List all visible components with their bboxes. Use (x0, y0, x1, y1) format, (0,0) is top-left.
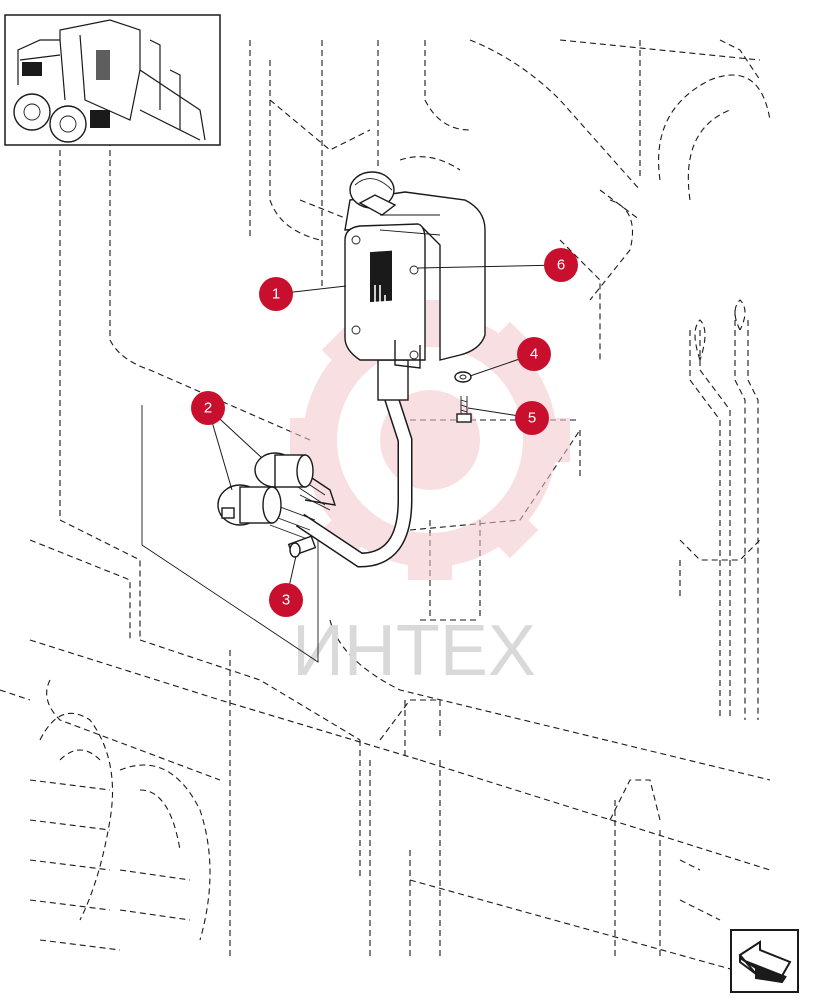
connector-frame (141, 405, 319, 663)
joystick-knob (349, 171, 397, 216)
nav-back-button[interactable] (730, 929, 799, 993)
connector-lower (217, 484, 316, 541)
washer (454, 371, 472, 383)
screw (456, 396, 472, 423)
connector-upper (254, 452, 337, 511)
callout-2[interactable]: 2 (191, 391, 225, 425)
callout-4[interactable]: 4 (517, 337, 551, 371)
arrow-left-icon (738, 940, 792, 984)
callout-5-label: 5 (528, 410, 536, 427)
callout-1[interactable]: 1 (259, 277, 293, 311)
plug-connector (287, 535, 317, 558)
callout-6[interactable]: 6 (544, 248, 578, 282)
watermark-text: ИНТЕХ (292, 611, 536, 691)
control-unit (344, 191, 486, 369)
callout-2-label: 2 (204, 400, 212, 417)
callout-3[interactable]: 3 (269, 583, 303, 617)
callout-4-label: 4 (530, 346, 538, 363)
machine-thumbnail (4, 14, 221, 146)
cable (295, 359, 413, 568)
callout-3-label: 3 (282, 592, 290, 609)
callout-6-label: 6 (557, 257, 565, 274)
callout-1-label: 1 (272, 286, 280, 303)
callout-5[interactable]: 5 (515, 401, 549, 435)
